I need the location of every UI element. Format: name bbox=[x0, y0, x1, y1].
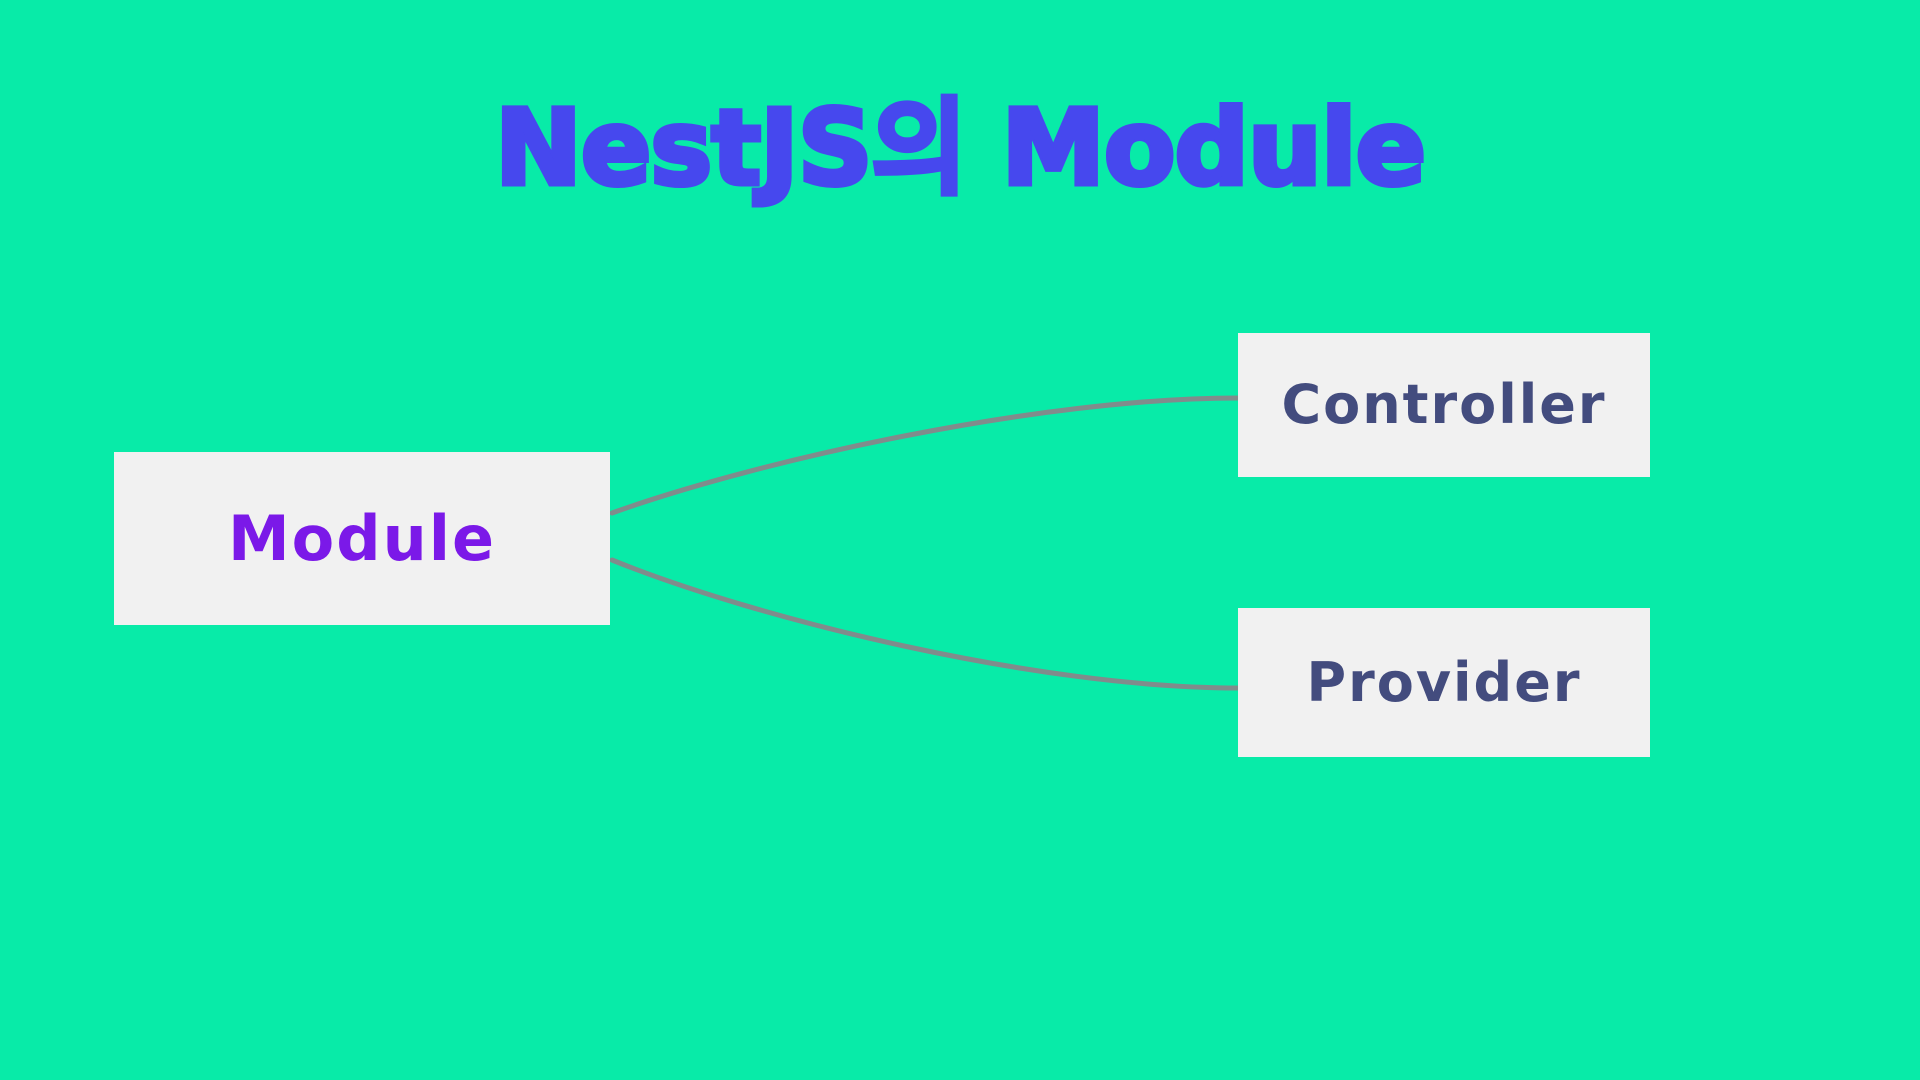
node-module[interactable]: Module bbox=[114, 452, 610, 625]
edge-module-to-provider bbox=[609, 557, 1241, 691]
node-controller-label: Controller bbox=[1281, 373, 1607, 436]
edge-module-to-controller bbox=[609, 395, 1241, 516]
node-controller[interactable]: Controller bbox=[1238, 333, 1650, 477]
node-module-label: Module bbox=[227, 501, 497, 575]
node-provider-label: Provider bbox=[1306, 650, 1582, 714]
node-provider[interactable]: Provider bbox=[1238, 608, 1650, 757]
page-title: NestJS의 Module bbox=[492, 87, 1428, 209]
